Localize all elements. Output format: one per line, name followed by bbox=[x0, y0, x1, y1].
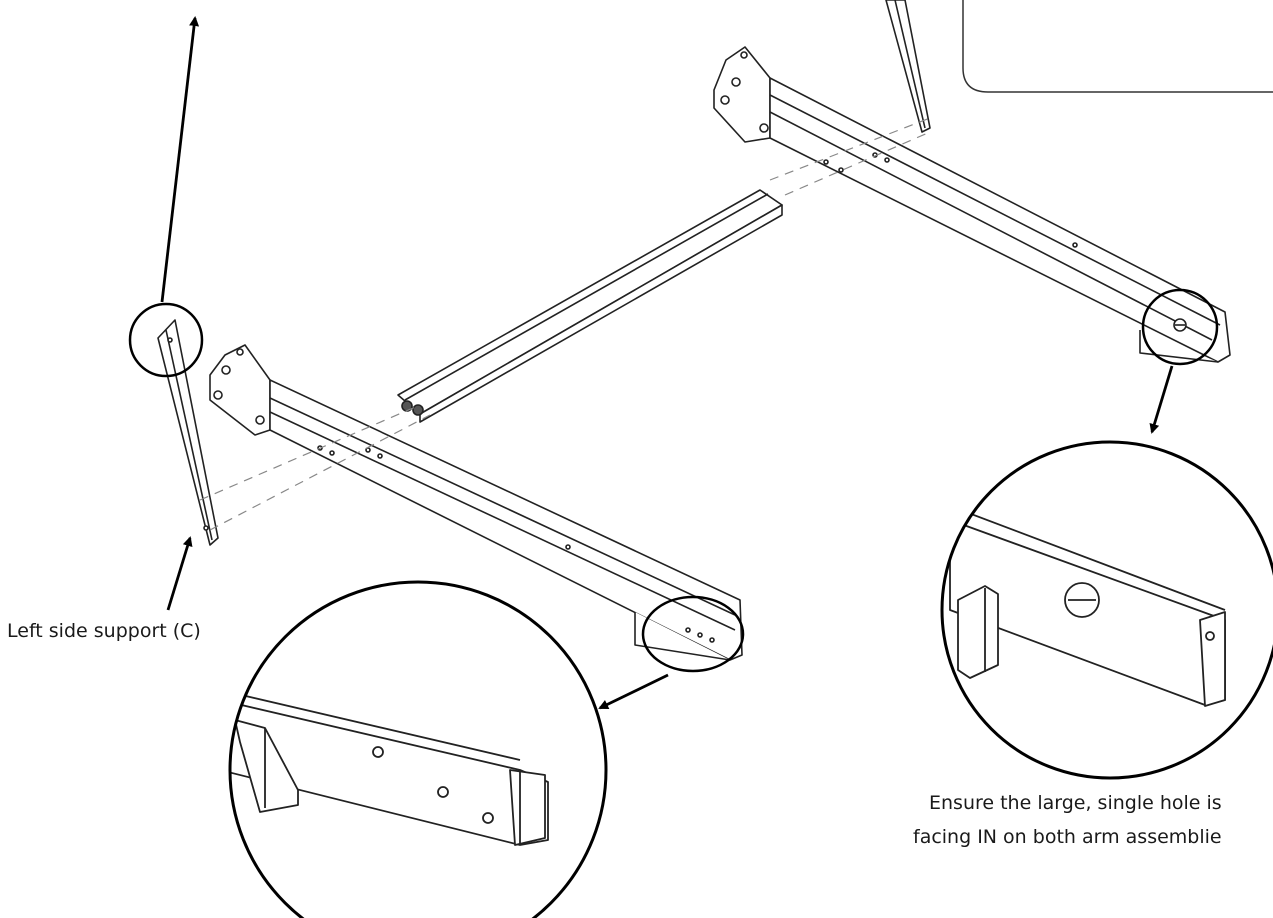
left-side-support bbox=[157, 319, 219, 546]
highlight-circle-arm-end-right bbox=[1141, 288, 1219, 366]
left-arm-assembly bbox=[209, 344, 743, 661]
arrow-to-left-detail bbox=[598, 673, 669, 710]
arrow-to-support bbox=[166, 536, 193, 611]
cross-bar bbox=[397, 189, 783, 423]
instruction-note-line-2: facing IN on both arm assemblie bbox=[913, 826, 1222, 848]
guide-line bbox=[784, 131, 931, 196]
highlight-circle-arm-end-left bbox=[641, 595, 745, 673]
right-side-support bbox=[885, 0, 931, 133]
instruction-note-line-1: Ensure the large, single hole is bbox=[929, 792, 1222, 814]
left-detail-view bbox=[228, 580, 608, 918]
right-detail-view bbox=[940, 440, 1273, 780]
guide-line bbox=[769, 117, 931, 181]
arrow-to-right-detail bbox=[1149, 365, 1174, 434]
guide-line bbox=[199, 404, 421, 501]
right-arm-assembly bbox=[713, 46, 1231, 363]
arrow-up bbox=[160, 16, 200, 303]
highlight-circle-top-left bbox=[128, 302, 204, 378]
callout-box bbox=[962, 0, 1273, 93]
left-side-support-label: Left side support (C) bbox=[7, 620, 201, 642]
